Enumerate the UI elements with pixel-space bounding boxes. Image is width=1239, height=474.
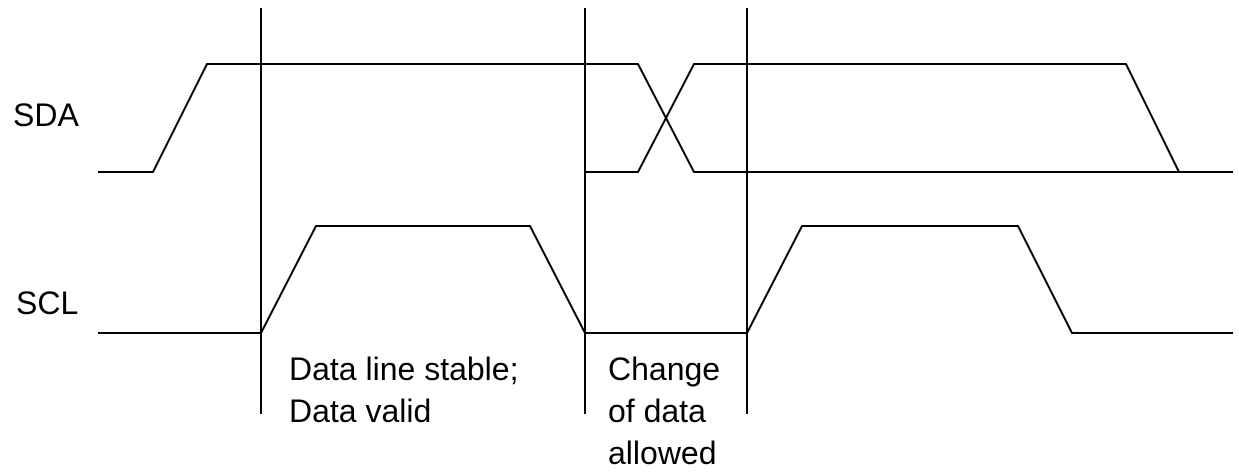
data-change-line-3: allowed	[608, 435, 717, 471]
data-change-annotation: Change of data allowed	[608, 348, 720, 474]
data-change-line-1: Change	[608, 351, 721, 387]
data-change-line-2: of data	[608, 393, 706, 429]
data-stable-annotation: Data line stable; Data valid	[289, 348, 518, 432]
sda-crossing-path	[585, 63, 1180, 173]
sda-label: SDA	[13, 97, 79, 133]
data-stable-line-2: Data valid	[289, 393, 432, 429]
data-stable-line-1: Data line stable;	[289, 351, 519, 387]
scl-label: SCL	[16, 285, 79, 321]
scl-waveform	[98, 225, 1233, 334]
sda-baseline-left	[98, 63, 1233, 173]
